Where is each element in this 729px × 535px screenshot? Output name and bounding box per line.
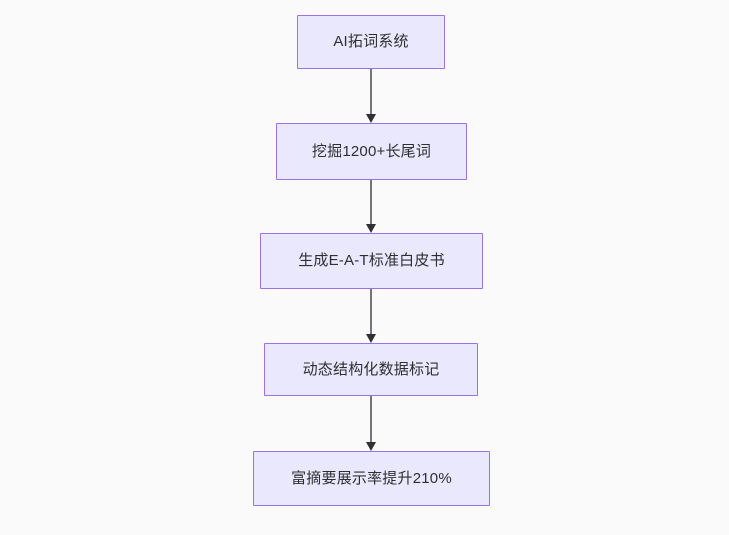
- flowchart-node-generate-eat-whitepaper[interactable]: 生成E-A-T标准白皮书: [260, 233, 483, 289]
- node-label: 生成E-A-T标准白皮书: [298, 252, 445, 269]
- node-label: AI拓词系统: [333, 33, 409, 50]
- flowchart-node-mine-longtail-keywords[interactable]: 挖掘1200+长尾词: [276, 123, 467, 180]
- arrow-head-icon: [366, 442, 376, 451]
- flowchart-arrow-n2-to-n3: [366, 289, 376, 343]
- flowchart-node-ai-keyword-system[interactable]: AI拓词系统: [297, 15, 445, 69]
- arrow-line: [370, 69, 372, 115]
- flowchart-arrow-n3-to-n4: [366, 396, 376, 451]
- arrow-line: [370, 289, 372, 335]
- arrow-line: [370, 396, 372, 443]
- node-label: 挖掘1200+长尾词: [311, 142, 432, 160]
- flowchart-node-dynamic-structured-data-markup[interactable]: 动态结构化数据标记: [264, 343, 478, 396]
- arrow-head-icon: [366, 334, 376, 343]
- arrow-head-icon: [366, 114, 376, 123]
- flowchart-node-rich-snippet-rate-increase[interactable]: 富摘要展示率提升210%: [253, 451, 490, 506]
- node-label: 动态结构化数据标记: [302, 360, 440, 378]
- arrow-line: [370, 180, 372, 225]
- arrow-head-icon: [366, 224, 376, 233]
- node-label: 富摘要展示率提升210%: [291, 469, 452, 487]
- flowchart-arrow-n0-to-n1: [366, 69, 376, 123]
- flowchart-arrow-n1-to-n2: [366, 180, 376, 233]
